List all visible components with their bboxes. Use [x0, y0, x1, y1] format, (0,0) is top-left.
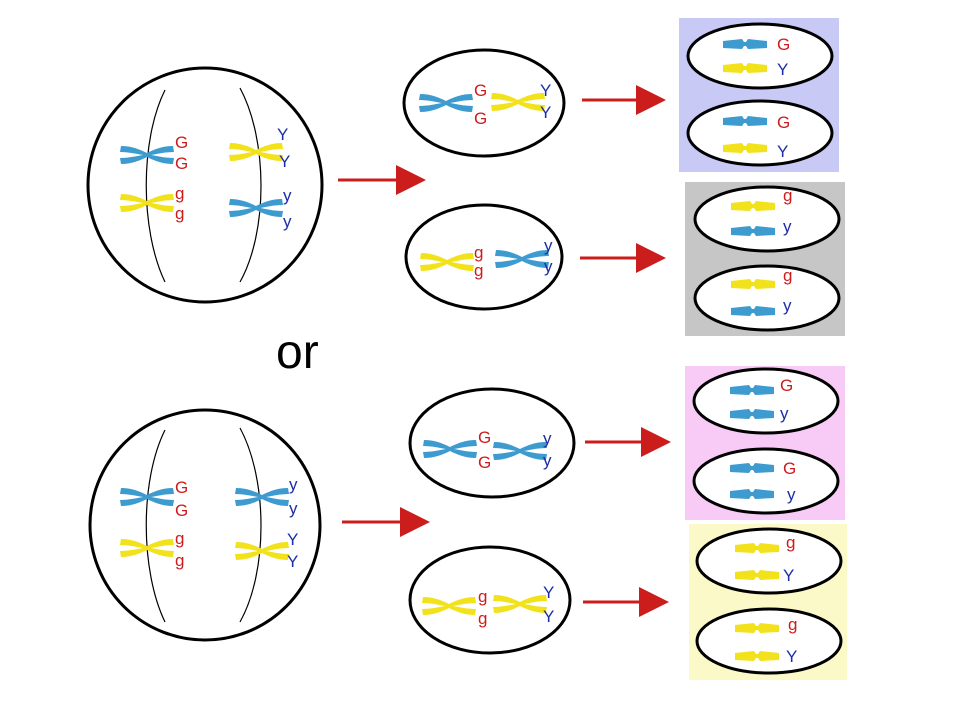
- allele-label: y: [544, 257, 553, 276]
- daughter-cell: g g Y Y: [408, 545, 572, 655]
- allele-label: Y: [786, 647, 797, 666]
- gamete-group-gray: g y g y: [685, 182, 845, 336]
- allele-label: G: [780, 376, 793, 395]
- allele-label: G: [175, 501, 188, 520]
- allele-label: G: [175, 478, 188, 497]
- allele-label: g: [474, 243, 483, 262]
- allele-label: G: [777, 35, 790, 54]
- allele-label: G: [175, 154, 188, 173]
- allele-label: G: [474, 81, 487, 100]
- allele-label: y: [783, 296, 792, 315]
- allele-label: Y: [287, 552, 298, 571]
- gamete-group-blue: G Y G Y: [679, 18, 839, 172]
- daughter-cell: G G Y Y: [402, 48, 566, 158]
- allele-label: g: [783, 266, 792, 285]
- allele-label: g: [175, 184, 184, 203]
- allele-label: Y: [783, 566, 794, 585]
- allele-label: Y: [543, 607, 554, 626]
- allele-label: g: [175, 551, 184, 570]
- allele-label: g: [175, 529, 184, 548]
- allele-label: G: [783, 459, 796, 478]
- allele-label: Y: [543, 583, 554, 602]
- allele-label: g: [788, 615, 797, 634]
- allele-label: Y: [777, 60, 788, 79]
- allele-label: y: [289, 499, 298, 518]
- daughter-cell: g g y y: [404, 203, 564, 311]
- allele-label: y: [283, 186, 292, 205]
- allele-label: Y: [277, 125, 288, 144]
- allele-label: g: [786, 533, 795, 552]
- allele-label: g: [175, 204, 184, 223]
- allele-label: G: [474, 109, 487, 128]
- allele-label: Y: [279, 152, 290, 171]
- scenario-2: G G g g y y Y Y G G y y g g Y Y: [88, 366, 847, 680]
- allele-label: y: [289, 475, 298, 494]
- allele-label: Y: [287, 530, 298, 549]
- allele-label: y: [543, 451, 552, 470]
- allele-label: Y: [540, 81, 551, 100]
- allele-label: y: [780, 404, 789, 423]
- allele-label: G: [777, 113, 790, 132]
- allele-label: y: [544, 236, 553, 255]
- gamete-group-pink: G y G y: [685, 366, 845, 520]
- allele-label: g: [478, 587, 487, 606]
- allele-label: Y: [777, 142, 788, 161]
- scenario-1: G G g g Y Y y y G G Y Y g g y: [86, 18, 845, 336]
- allele-label: g: [478, 609, 487, 628]
- daughter-cell: G G y y: [408, 387, 576, 499]
- allele-label: y: [283, 212, 292, 231]
- gamete-group-yellow: g Y g Y: [689, 524, 847, 680]
- allele-label: y: [783, 217, 792, 236]
- allele-label: y: [787, 485, 796, 504]
- allele-label: g: [783, 186, 792, 205]
- allele-label: y: [543, 429, 552, 448]
- allele-label: G: [478, 428, 491, 447]
- allele-label: G: [478, 453, 491, 472]
- allele-label: Y: [540, 103, 551, 122]
- parent-cell-2: G G g g y y Y Y: [88, 408, 322, 642]
- or-separator: or: [276, 326, 319, 379]
- allele-label: g: [474, 261, 483, 280]
- allele-label: G: [175, 133, 188, 152]
- parent-cell-1: G G g g Y Y y y: [86, 66, 324, 304]
